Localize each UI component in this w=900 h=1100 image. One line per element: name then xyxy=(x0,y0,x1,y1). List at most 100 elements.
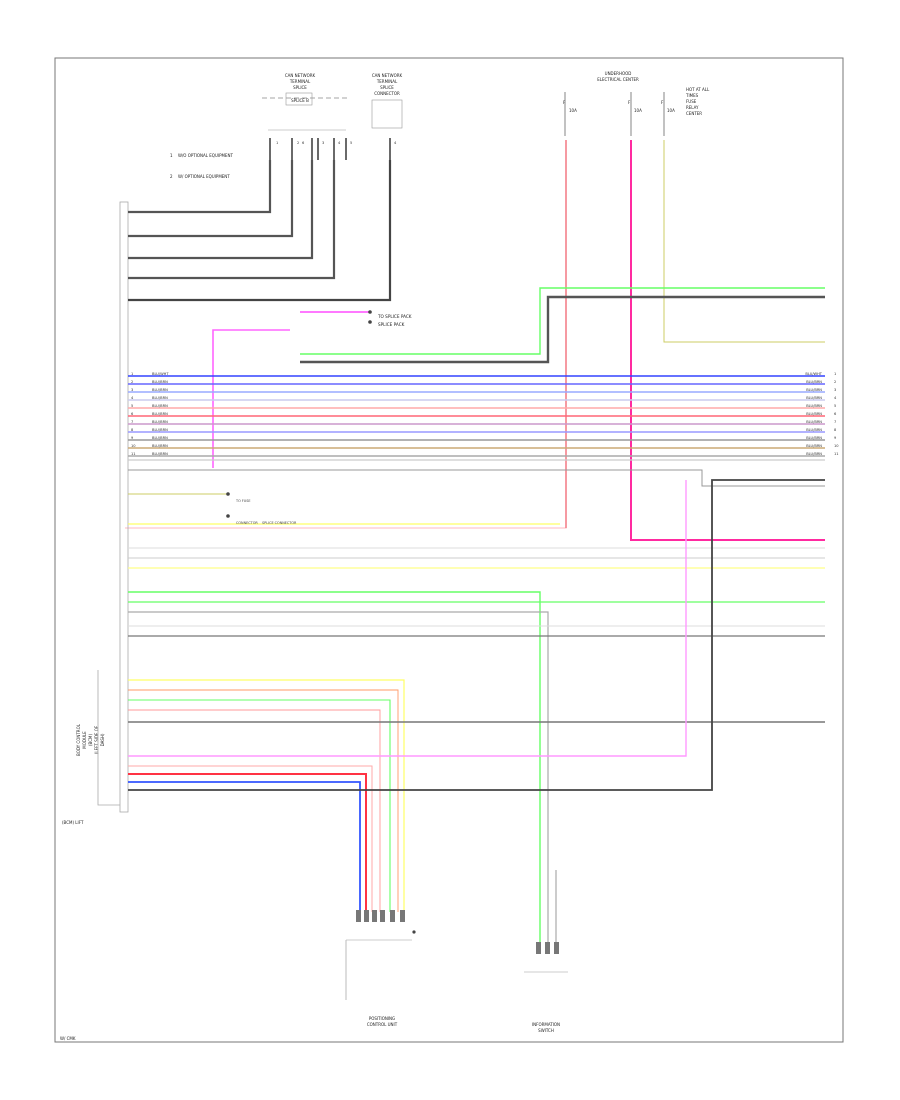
pcu-title-2: CONTROL UNIT xyxy=(367,1022,398,1027)
bus-right-pin: 8 xyxy=(834,428,837,432)
pcu-title-1: POSITIONING xyxy=(369,1016,395,1021)
bus-left-pin: 9 xyxy=(131,436,134,440)
bus-left-pin: 2 xyxy=(131,380,133,384)
legend-2-text: W/ OPTIONAL EQUIPMENT xyxy=(178,174,230,179)
fuse-block-title-1: UNDERHOOD xyxy=(605,71,632,76)
bus-left-label: BLU/BRN xyxy=(152,420,168,424)
note-line-3: FUSE xyxy=(686,99,697,104)
bus-right-label: BLU/BRN xyxy=(806,412,822,416)
splice-label-2: SPLICE PACK xyxy=(378,322,405,327)
bus-left-label: BLU/BRN xyxy=(152,452,168,456)
fuse-feed-wires xyxy=(125,140,825,541)
bus-right-label: BLU/BRN xyxy=(806,428,822,432)
bus-left-label: BLU/BRN xyxy=(152,436,168,440)
mid-labels: TO FUSE CONNECTOR SPLICE CONNECTOR xyxy=(226,492,297,525)
can-splice-title-2: TERMINAL xyxy=(289,79,311,84)
positioning-control-unit: POSITIONING CONTROL UNIT xyxy=(345,910,416,1027)
bcm-footer: (BCM) LIFT xyxy=(62,820,84,825)
bus-left-pin: 6 xyxy=(131,412,134,416)
bus-left-label: BLU/BRN xyxy=(152,380,168,384)
can-pin-3: 3 xyxy=(322,141,324,145)
fuse-1-rating: 10A xyxy=(569,108,577,113)
bus-left-pin: 5 xyxy=(131,404,133,408)
note-line-1: HOT AT ALL xyxy=(686,87,710,92)
info-switch-title-2: SWITCH xyxy=(538,1028,554,1033)
bcm-bracket xyxy=(97,670,120,806)
can-splice-title-4: SPLICE B xyxy=(291,98,309,103)
information-switch: INFORMATION SWITCH xyxy=(524,870,568,1033)
bus-right-label: BLU/BRN xyxy=(806,388,822,392)
bus-left-pin: 10 xyxy=(131,444,136,448)
can-term-title-1: CAN NETWORK xyxy=(372,73,403,78)
bcm-connector xyxy=(119,201,129,813)
bus-right-pin: 11 xyxy=(834,452,839,456)
bus-left-label: BLU/BRN xyxy=(152,388,168,392)
bus-right-label: BLU/WHT xyxy=(805,372,822,376)
bus-right-label: BLU/BRN xyxy=(806,436,822,440)
bus-left-pin: 7 xyxy=(131,420,133,424)
bus-left-label: BLU/BRN xyxy=(152,396,168,400)
bus-right-pin: 10 xyxy=(834,444,839,448)
mid-label-1: TO FUSE xyxy=(235,499,251,503)
splice-block: TO SPLICE PACK SPLICE PACK xyxy=(212,310,412,468)
bcm-line-2: MODULE xyxy=(82,731,87,749)
bus-right-pin: 4 xyxy=(834,396,837,400)
note-line-4: RELAY xyxy=(686,105,699,110)
upper-right-wires xyxy=(300,287,825,364)
can-splice-module: CAN NETWORK TERMINAL SPLICE SPLICE B 1 2… xyxy=(262,73,352,160)
bus-right-pin: 2 xyxy=(834,380,836,384)
can-pin-6: 6 xyxy=(302,141,305,145)
fuse-2-rating: 10A xyxy=(634,108,642,113)
bcm-line-4: (LEFT SIDE OF xyxy=(94,725,99,754)
fuse-1-label: F xyxy=(563,100,566,105)
lower-wires xyxy=(128,459,825,950)
bus-left-label: BLU/BRN xyxy=(152,444,168,448)
bus-left-pin: 3 xyxy=(131,388,133,392)
bus-left-pin: 8 xyxy=(131,428,134,432)
legend-1-bullet: 1 xyxy=(170,153,173,158)
legend-2-bullet: 2 xyxy=(170,174,173,179)
can-pin-2: 2 xyxy=(297,141,299,145)
bus-left-pin: 1 xyxy=(131,372,133,376)
bcm-line-3: (BCM) xyxy=(88,734,93,746)
bcm-line-5: DASH) xyxy=(100,733,105,746)
can-splice-title-1: CAN NETWORK xyxy=(285,73,316,78)
fuse-2-label: F xyxy=(628,100,631,105)
bus-left-pin: 11 xyxy=(131,452,136,456)
bus-right-label: BLU/BRN xyxy=(806,444,822,448)
bus-right-label: BLU/BRN xyxy=(806,404,822,408)
can-pin-5: 5 xyxy=(350,141,352,145)
fuse-block-title-2: ELECTRICAL CENTER xyxy=(597,77,639,82)
fuse-3-rating: 10A xyxy=(667,108,675,113)
bus-left-label: BLU/BRN xyxy=(152,428,168,432)
bus-right-label: BLU/BRN xyxy=(806,396,822,400)
can-term-title-4: CONNECTOR xyxy=(374,91,400,96)
diagram-frame xyxy=(54,57,844,1043)
splice-label-1: TO SPLICE PACK xyxy=(377,314,412,319)
can-term-title-3: SPLICE xyxy=(380,85,394,90)
bus-right-pin: 6 xyxy=(834,412,837,416)
mid-label-3: SPLICE CONNECTOR xyxy=(262,521,297,525)
note-line-2: TIMES xyxy=(685,93,699,98)
bus-right-pin: 5 xyxy=(834,404,836,408)
bus-left-label: BLU/BRN xyxy=(152,412,168,416)
note-line-5: CENTER xyxy=(686,111,702,116)
can-splice-title-3: SPLICE xyxy=(293,85,307,90)
bcm-line-1: BODY CONTROL xyxy=(76,723,81,756)
can-term-pin: 4 xyxy=(394,141,397,145)
fuse-block: UNDERHOOD ELECTRICAL CENTER F 10A F 10A … xyxy=(563,71,710,136)
bus-right-label: BLU/BRN xyxy=(806,420,822,424)
mid-label-2: CONNECTOR xyxy=(236,521,258,525)
bus-right-pin: 9 xyxy=(834,436,837,440)
can-terminal-module: CAN NETWORK TERMINAL SPLICE CONNECTOR 4 xyxy=(371,73,403,160)
footer-id: W/ CMK xyxy=(60,1036,76,1041)
can-harness-wires xyxy=(128,160,392,302)
fuse-3-label: F xyxy=(661,100,664,105)
bus-right-label: BLU/BRN xyxy=(806,380,822,384)
bus-right-pin: 1 xyxy=(834,372,836,376)
info-switch-title-1: INFORMATION xyxy=(532,1022,560,1027)
bus-left-pin: 4 xyxy=(131,396,134,400)
bus-right-pin: 3 xyxy=(834,388,836,392)
